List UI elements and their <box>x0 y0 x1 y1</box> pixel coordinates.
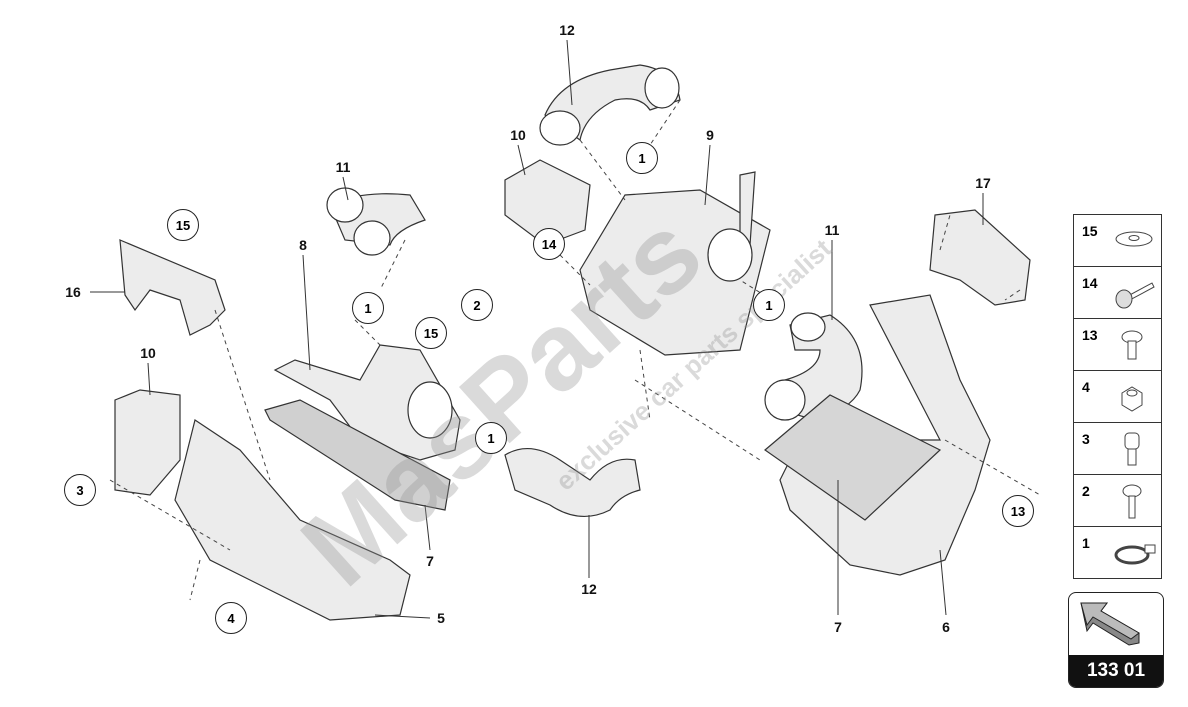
circled-callout: 3 <box>64 474 96 506</box>
hex-nut-icon <box>1121 386 1143 412</box>
circled-callout: 2 <box>461 289 493 321</box>
legend-number: 4 <box>1082 379 1090 395</box>
legend-number: 15 <box>1082 223 1098 239</box>
legend-number: 13 <box>1082 327 1098 343</box>
air-filter-7-right <box>764 394 942 521</box>
callout-label: 9 <box>706 127 714 143</box>
circled-callout: 1 <box>753 289 785 321</box>
sensor-10-left <box>114 389 181 496</box>
hose-clamp-icon <box>1114 544 1156 565</box>
legend-number: 1 <box>1082 535 1090 551</box>
sensor-10-top <box>504 159 591 246</box>
legend-row: 14 <box>1074 267 1161 319</box>
callout-label: 5 <box>437 610 445 626</box>
callout-label: 7 <box>426 553 434 569</box>
legend-row: 13 <box>1074 319 1161 371</box>
callout-label: 12 <box>581 581 597 597</box>
callout-lines <box>90 39 984 619</box>
circled-callout: 13 <box>1002 495 1034 527</box>
legend-number: 3 <box>1082 431 1090 447</box>
page-reference[interactable]: 133 01 <box>1068 592 1164 688</box>
circled-callout: 1 <box>352 292 384 324</box>
legend-number: 14 <box>1082 275 1098 291</box>
callout-label: 10 <box>140 345 156 361</box>
callout-label: 17 <box>975 175 991 191</box>
legend-number: 2 <box>1082 483 1090 499</box>
callout-label: 6 <box>942 619 950 635</box>
button-head-screw-icon <box>1121 330 1143 360</box>
arrow-icon <box>1080 602 1140 646</box>
bracket-17 <box>929 209 1031 306</box>
callout-label: 16 <box>65 284 81 300</box>
circled-callout: 4 <box>215 602 247 634</box>
bracket-16 <box>119 239 226 336</box>
leader-lines <box>109 99 1041 601</box>
legend-row: 1 <box>1074 527 1161 578</box>
circled-callout: 14 <box>533 228 565 260</box>
callout-label: 11 <box>335 159 351 175</box>
air-filter-7-left <box>264 399 451 511</box>
torx-screw-icon <box>1122 484 1142 519</box>
circled-callout: 1 <box>626 142 658 174</box>
hose-12-lower <box>504 448 641 518</box>
callout-label: 10 <box>510 127 526 143</box>
callout-label: 7 <box>834 619 842 635</box>
hardware-legend: 15 14 13 4 3 2 1 <box>1073 214 1162 579</box>
page-code: 133 01 <box>1069 655 1163 687</box>
circled-callout: 15 <box>167 209 199 241</box>
legend-row: 3 <box>1074 423 1161 475</box>
callout-label: 12 <box>559 22 575 38</box>
air-box-lower-5 <box>174 419 411 621</box>
washer-icon <box>1115 231 1153 247</box>
flange-bolt-icon <box>1115 282 1155 309</box>
callout-label: 8 <box>299 237 307 253</box>
legend-row: 2 <box>1074 475 1161 527</box>
callout-label: 11 <box>824 222 840 238</box>
circled-callout: 15 <box>415 317 447 349</box>
legend-row: 4 <box>1074 371 1161 423</box>
circled-callout: 1 <box>475 422 507 454</box>
legend-row: 15 <box>1074 215 1161 267</box>
socket-head-screw-icon <box>1124 432 1140 466</box>
